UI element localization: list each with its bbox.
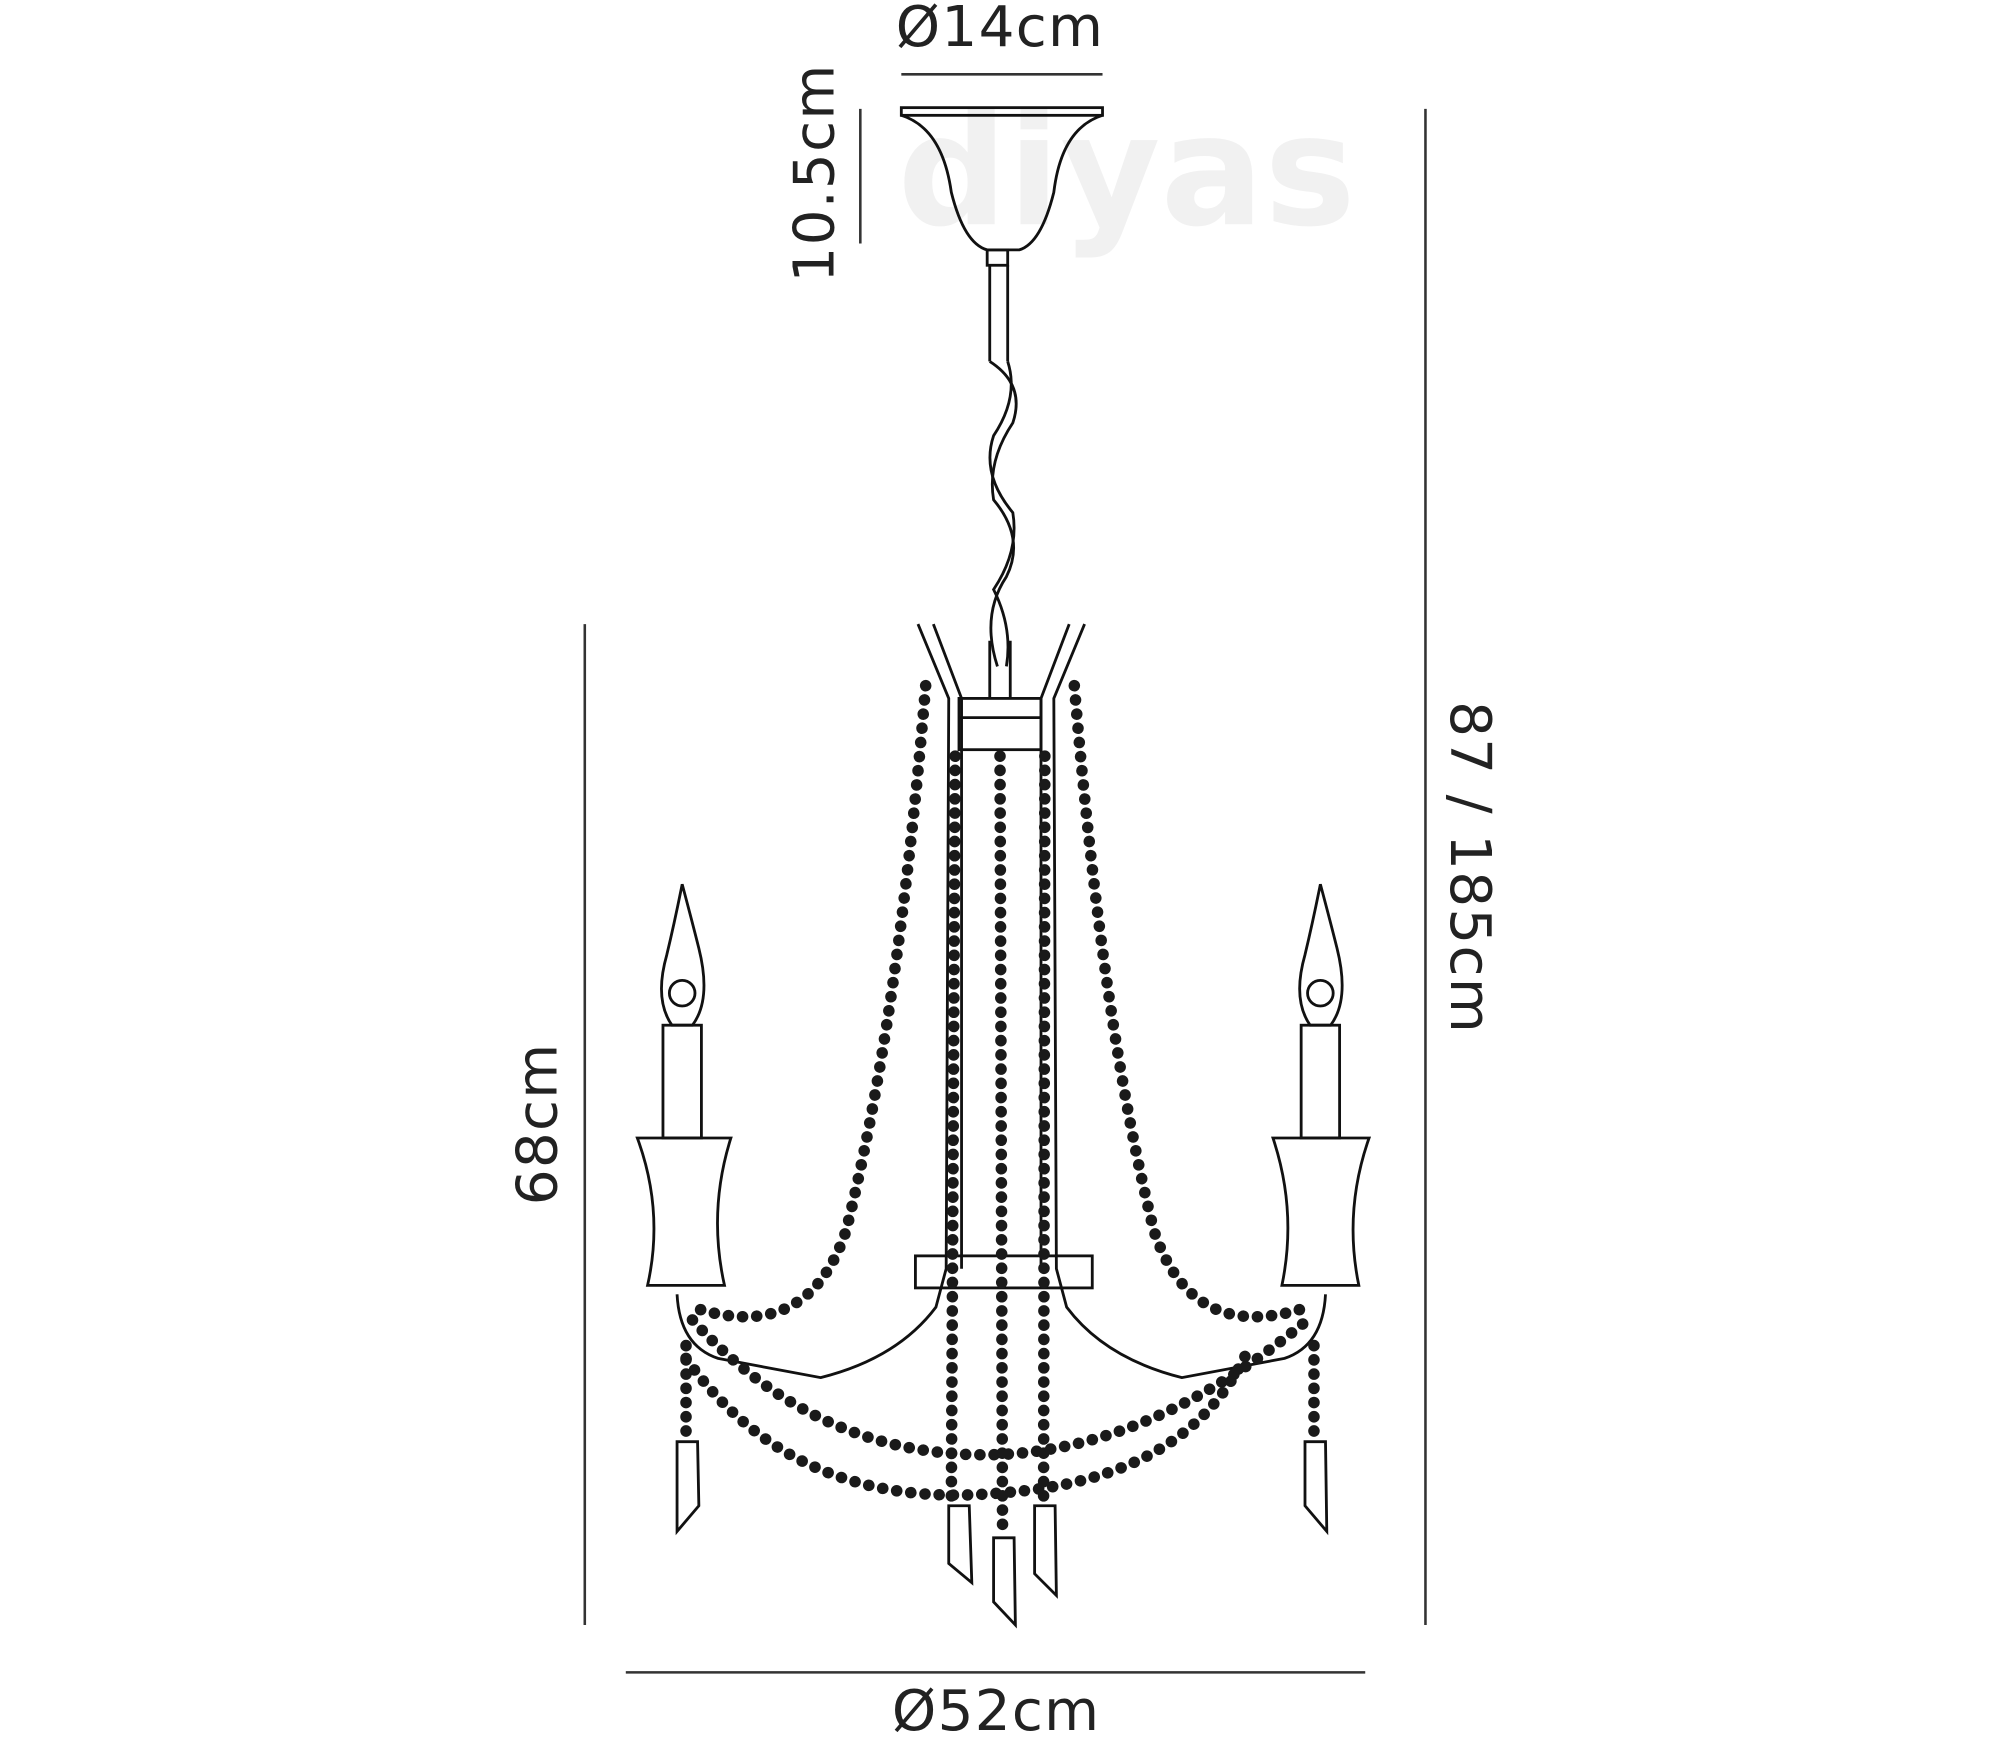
canopy-diameter-label: Ø14cm [896, 0, 1104, 60]
ceiling-canopy [899, 106, 1104, 267]
overall-diameter-dimension: Ø52cm [625, 1671, 1366, 1739]
crystal-bead-strands [680, 679, 1320, 1544]
overall-height-label: 87 / 185cm [1437, 701, 1502, 1034]
suspension-chain [988, 265, 1018, 699]
left-candle-arm [635, 883, 733, 1287]
canopy-diameter-dimension: Ø14cm [896, 0, 1104, 76]
crystal-drops [675, 1440, 1329, 1629]
right-candle-arm [1271, 883, 1372, 1287]
overall-height-dimension: 87 / 185cm [1424, 108, 1502, 1625]
canopy-height-label: 10.5cm [782, 63, 847, 282]
body-height-dimension: 68cm [506, 624, 587, 1625]
overall-diameter-label: Ø52cm [892, 1679, 1100, 1739]
central-hub [957, 697, 1043, 752]
body-height-label: 68cm [506, 1042, 571, 1205]
canopy-height-dimension: 10.5cm [782, 63, 862, 283]
watermark-logo: diyas [897, 82, 1355, 261]
